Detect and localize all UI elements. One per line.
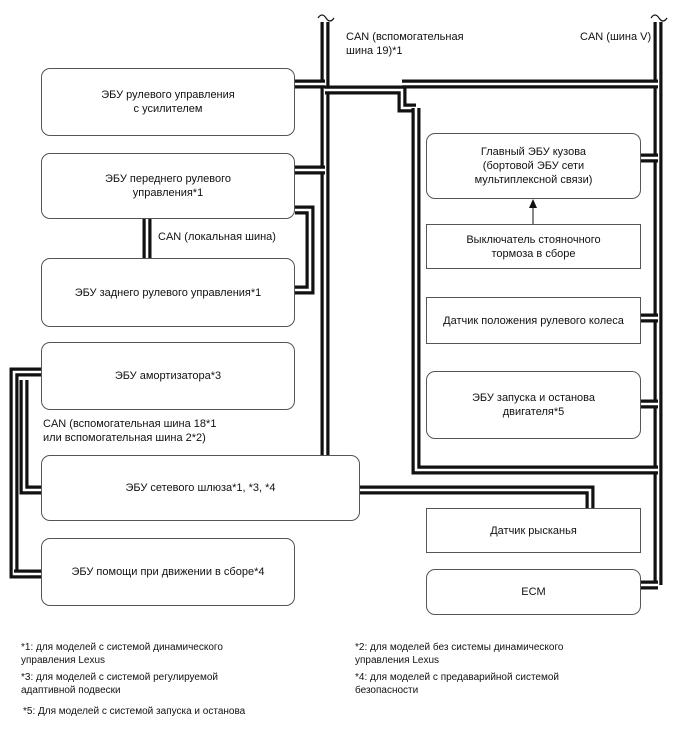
can-aux19-label: CAN (вспомогательная шина 19)*1 — [346, 31, 464, 57]
yaw-rate-sensor-label: Датчик рысканья — [490, 524, 577, 537]
steering-angle-sensor-box: Датчик положения рулевого колеса — [426, 297, 641, 344]
gateway-can-v-link-gap — [414, 108, 658, 472]
footnote-5: *5: Для моделей с системой запуска и ост… — [23, 706, 246, 717]
footnote-4: *4: для моделей с предаварийной системой… — [355, 672, 559, 696]
damper-ecu-box: ЭБУ амортизатора*3 — [41, 342, 295, 410]
front-steering-ecu-box: ЭБУ переднего рулевого управления*1 — [41, 153, 295, 219]
drive-assist-ecu-label: ЭБУ помощи при движении в сборе*4 — [71, 566, 265, 578]
yaw-rate-sensor-box: Датчик рысканья — [426, 508, 641, 553]
can-aux18-gateway — [19, 380, 41, 495]
eps-ecu-box: ЭБУ рулевого управления с усилителем — [41, 68, 295, 136]
ecm-label: ECM — [521, 586, 546, 598]
gateway-ecu-label: ЭБУ сетевого шлюза*1, *3, *4 — [125, 482, 276, 494]
stop-start-ecu-box: ЭБУ запуска и останова двигателя*5 — [426, 371, 641, 439]
can-aux18-gateway-gap — [22, 380, 41, 492]
damper-ecu-label: ЭБУ амортизатора*3 — [114, 370, 222, 382]
drive-assist-ecu-box: ЭБУ помощи при движении в сборе*4 — [41, 538, 295, 606]
footnote-3: *3: для моделей с системой регулируемой … — [21, 672, 219, 696]
aux19-cross-link-gap — [325, 88, 416, 110]
parking-signal-arrowhead — [529, 199, 537, 208]
steering-angle-sensor-label: Датчик положения рулевого колеса — [443, 314, 624, 327]
aux19-break-mark — [317, 14, 335, 22]
can-aux18-label: CAN (вспомогательная шина 18*1 или вспом… — [43, 418, 217, 444]
front-steering-ecu-label: ЭБУ переднего рулевого управления*1 — [104, 173, 232, 199]
footnote-2: *2: для моделей без системы динамическог… — [355, 642, 564, 666]
rear-steering-ecu-box: ЭБУ заднего рулевого управления*1 — [41, 258, 295, 327]
stop-start-ecu-label: ЭБУ запуска и останова двигателя*5 — [471, 392, 596, 418]
front-rear-steering-link — [295, 205, 315, 295]
footnote-1: *1: для моделей с системой динамического… — [21, 642, 223, 666]
front-rear-steering-link-gap — [295, 208, 312, 292]
rear-steering-ecu-label: ЭБУ заднего рулевого управления*1 — [74, 286, 262, 299]
main-body-ecu-box: Главный ЭБУ кузова (бортовой ЭБУ сети му… — [426, 133, 641, 199]
gateway-ecu-box: ЭБУ сетевого шлюза*1, *3, *4 — [41, 455, 360, 521]
eps-ecu-label: ЭБУ рулевого управления с усилителем — [101, 89, 235, 115]
can-local-label: CAN (локальная шина) — [158, 231, 276, 243]
can-v-label: CAN (шина V) — [580, 31, 652, 43]
parking-brake-switch-box: Выключатель стояночного тормоза в сборе — [426, 224, 641, 269]
ecm-box: ECM — [426, 569, 641, 615]
parking-brake-switch-label: Выключатель стояночного тормоза в сборе — [466, 233, 601, 260]
main-body-ecu-label: Главный ЭБУ кузова (бортовой ЭБУ сети му… — [474, 146, 593, 186]
can-v-break-mark — [650, 14, 668, 22]
